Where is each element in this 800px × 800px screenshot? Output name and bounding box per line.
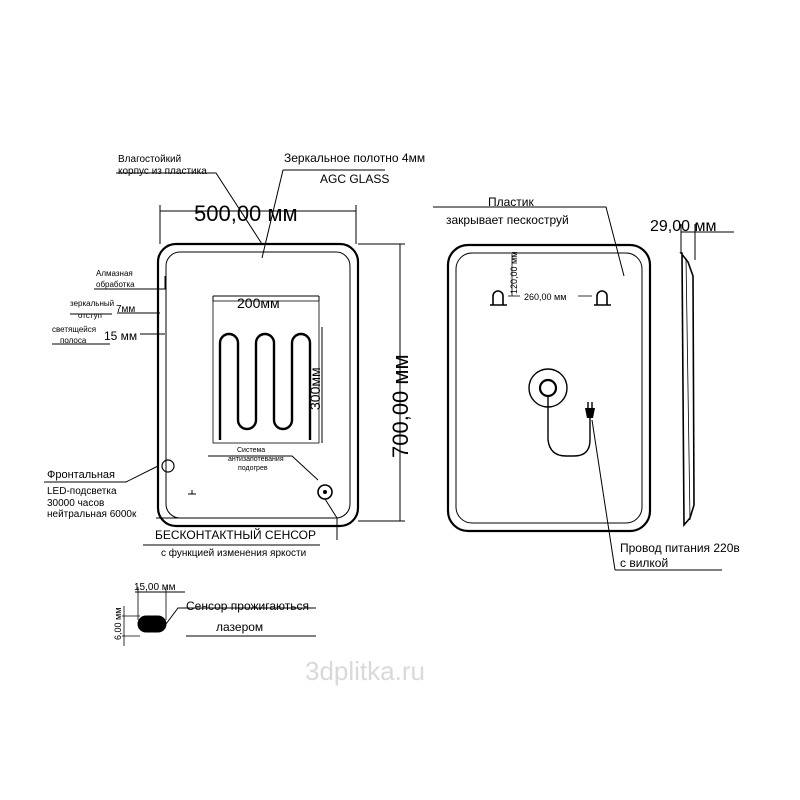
hook-horizontal-dim: 260,00 мм bbox=[524, 292, 566, 302]
heater-width: 200мм bbox=[237, 295, 280, 311]
power-cable bbox=[547, 396, 591, 457]
back-view bbox=[433, 206, 722, 571]
heater-serpentine bbox=[218, 332, 312, 440]
laser-label-2: лазером bbox=[216, 620, 263, 634]
diamond-label-2: обработка bbox=[96, 280, 135, 289]
back-frame-inner bbox=[455, 252, 643, 524]
button-width-dim: 15,00 мм bbox=[134, 582, 176, 593]
hook-vertical-dim: 120,00 мм bbox=[509, 252, 519, 294]
laser-label-1: Сенсор прожигаються bbox=[186, 599, 309, 613]
hook-right-icon bbox=[596, 290, 608, 305]
annotation-texts: Влагостойкий корпус из пластика Зеркальн… bbox=[47, 151, 740, 686]
mirror-label-2: AGC GLASS bbox=[320, 172, 389, 186]
front-led-label-2: LED-подсветка bbox=[47, 486, 117, 497]
side-view bbox=[679, 224, 734, 528]
width-dimension: 500,00 мм bbox=[194, 201, 298, 226]
front-led-label-4: нейтральная 6000к bbox=[47, 509, 137, 520]
front-dimensions bbox=[44, 169, 405, 546]
heater-height: 300мм bbox=[307, 367, 323, 410]
hook-left-icon bbox=[492, 290, 504, 305]
strip-value: 15 мм bbox=[104, 329, 137, 343]
back-frame-outer bbox=[446, 243, 652, 533]
transformer-core-icon bbox=[538, 378, 558, 398]
heater-label-3: подогрев bbox=[238, 465, 268, 472]
mirror-frame-outer bbox=[156, 242, 360, 528]
led-indicator-icon bbox=[161, 459, 175, 473]
heater-label-2: антизапотевания bbox=[228, 456, 284, 463]
power-label-2: с вилкой bbox=[620, 556, 668, 570]
offset-value: 7мм bbox=[116, 304, 135, 315]
mirror-label-1: Зеркальное полотно 4мм bbox=[284, 151, 425, 165]
offset-label-2: отступ bbox=[78, 311, 102, 320]
plug-icon bbox=[585, 408, 595, 418]
sensor-button-icon bbox=[137, 615, 167, 633]
touch-sensor-dot bbox=[323, 490, 327, 494]
front-led-label-3: 30000 часов bbox=[47, 498, 104, 509]
height-dimension: 700,00 мм bbox=[388, 354, 413, 458]
power-label-1: Провод питания 220в bbox=[620, 541, 740, 555]
offset-label-1: зеркальный bbox=[70, 299, 114, 308]
watermark: 3dplitka.ru bbox=[305, 656, 425, 686]
waterproof-label-2: корпус из пластика bbox=[118, 166, 207, 177]
button-height-dim: 6,00 мм bbox=[113, 608, 123, 640]
diamond-label-1: Алмазная bbox=[96, 269, 133, 278]
side-profile bbox=[679, 252, 695, 528]
strip-label-2: полоса bbox=[60, 336, 87, 345]
plastic-label-1: Пластик bbox=[488, 195, 535, 209]
heater-zone bbox=[212, 300, 320, 444]
front-led-label-1: Фронтальная bbox=[47, 469, 115, 481]
small-mark-icon bbox=[188, 490, 196, 495]
sensor-label-2: с функцией изменения яркости bbox=[161, 547, 306, 559]
sensor-label-1: БЕСКОНТАКТНЫЙ СЕНСОР bbox=[155, 527, 316, 542]
heater-label-1: Система bbox=[237, 447, 265, 454]
strip-label-1: светящейся bbox=[52, 325, 96, 334]
depth-dimension: 29,00 мм bbox=[650, 218, 716, 235]
front-view bbox=[156, 242, 360, 528]
waterproof-label-1: Влагостойкий bbox=[118, 154, 181, 165]
sensor-detail bbox=[122, 587, 316, 646]
plastic-label-2: закрывает пескоструй bbox=[446, 213, 569, 227]
